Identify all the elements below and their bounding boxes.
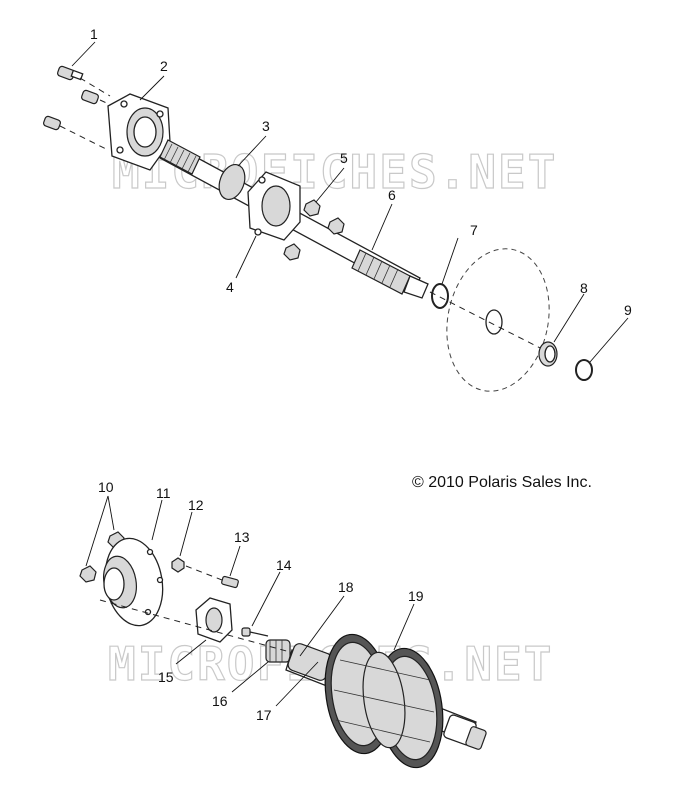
callout-6: 6 xyxy=(388,187,396,203)
snap-ring-outer-part xyxy=(575,359,593,381)
seal-plate-part xyxy=(195,597,233,643)
bolt-part xyxy=(43,65,99,131)
callout-16: 16 xyxy=(212,693,228,709)
callout-11: 11 xyxy=(156,485,171,501)
snap-ring-part xyxy=(431,283,449,309)
callout-15: 15 xyxy=(158,669,174,685)
nut-part xyxy=(283,199,345,261)
callout-13: 13 xyxy=(234,529,250,545)
collar-part xyxy=(218,163,246,201)
callout-4: 4 xyxy=(226,279,234,295)
callout-14: 14 xyxy=(276,557,292,573)
shoulder-bolt-part xyxy=(241,627,269,637)
bearing-flange-part xyxy=(107,93,171,171)
flange-bolt-part xyxy=(185,565,239,589)
flange-nut-part xyxy=(79,565,97,583)
drive-sprocket-part xyxy=(324,633,487,769)
callout-1: 1 xyxy=(90,26,98,42)
pinion-gear-part xyxy=(265,639,291,663)
callout-9: 9 xyxy=(624,302,632,318)
callout-2: 2 xyxy=(160,58,168,74)
lower-callouts: 10 11 12 13 14 15 16 17 18 19 xyxy=(85,479,424,723)
lock-nut-part xyxy=(171,557,185,573)
copyright-notice: © 2010 Polaris Sales Inc. xyxy=(412,474,592,491)
callout-5: 5 xyxy=(340,150,348,166)
bushing-part xyxy=(538,341,558,367)
upper-callouts: 1 2 3 4 5 6 7 8 9 xyxy=(71,26,632,363)
upper-shaft-assembly xyxy=(43,65,593,392)
bearing-plate-part xyxy=(247,171,301,241)
callout-3: 3 xyxy=(262,118,270,134)
callout-7: 7 xyxy=(470,222,478,238)
callout-17: 17 xyxy=(256,707,272,723)
drive-disc-outline xyxy=(429,248,550,392)
callout-10: 10 xyxy=(98,479,114,495)
callout-12: 12 xyxy=(188,497,204,513)
bearing-housing-part xyxy=(103,537,164,627)
callout-8: 8 xyxy=(580,280,588,296)
callout-18: 18 xyxy=(338,579,354,595)
callout-19: 19 xyxy=(408,588,424,604)
